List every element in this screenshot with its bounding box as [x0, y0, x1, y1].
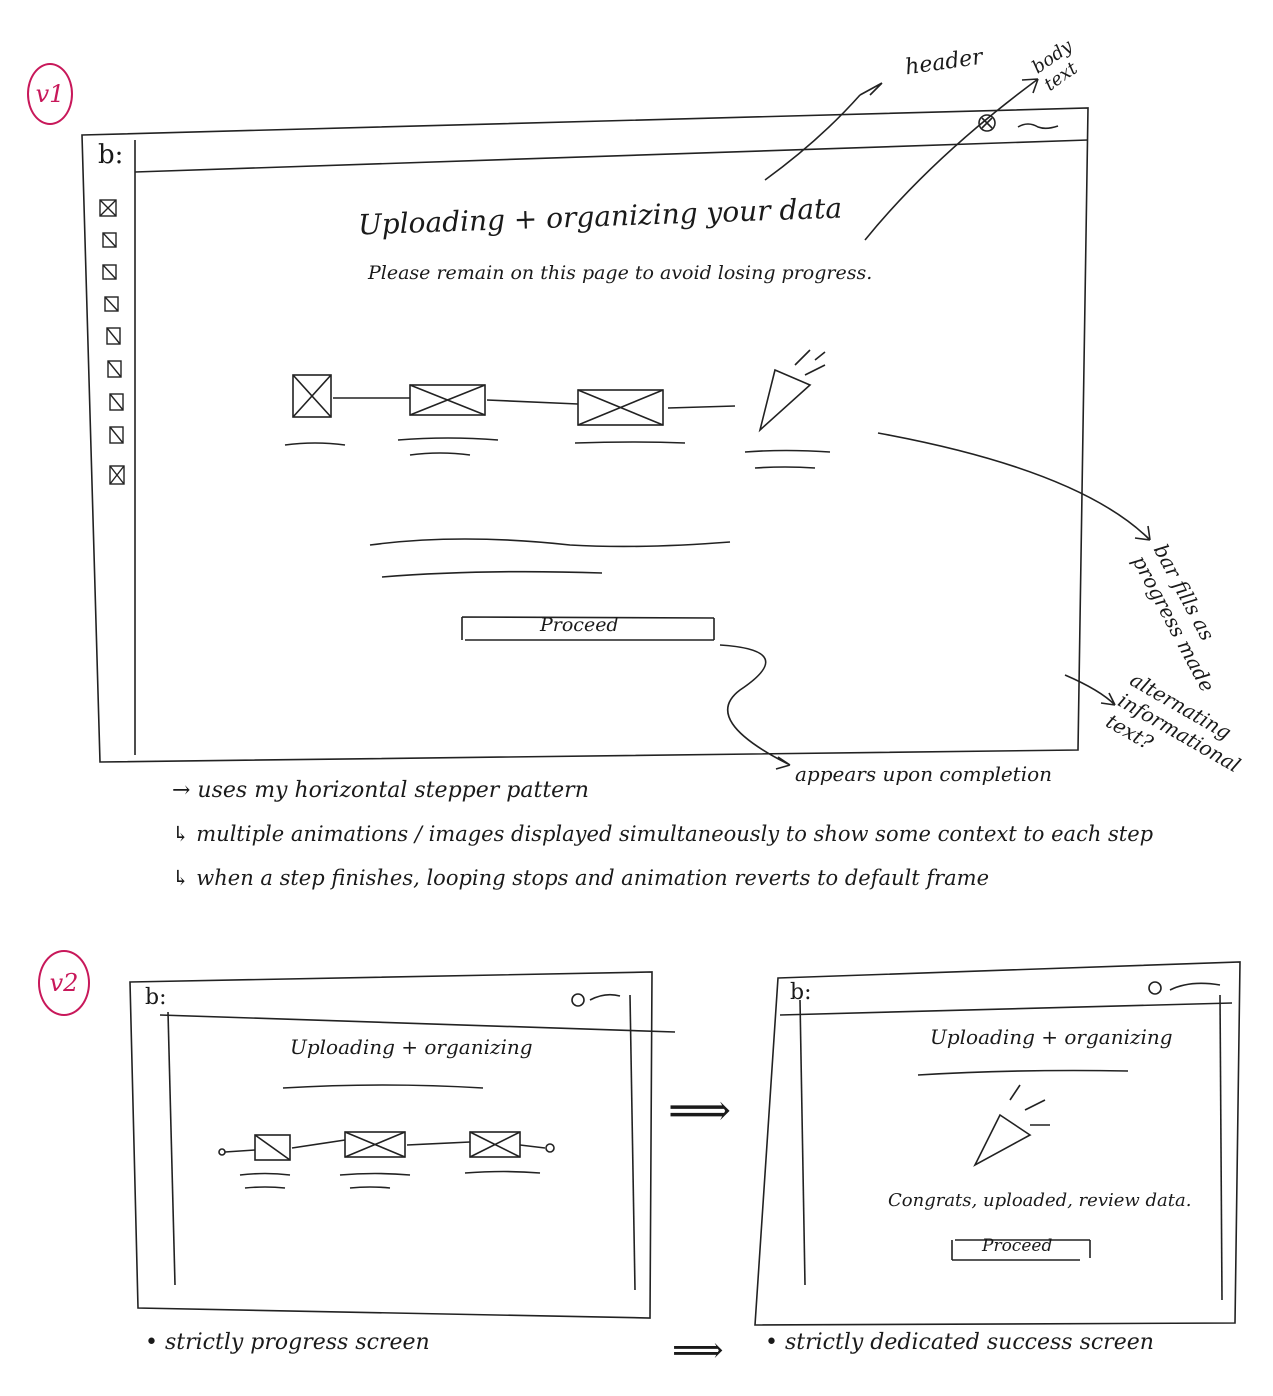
- v2-success-message: Congrats, uploaded, review data.: [888, 1190, 1192, 1211]
- transition-arrow: ⟹: [668, 1085, 732, 1136]
- v2-progress-frame: [129, 971, 653, 1319]
- v2-stepper: [218, 1131, 555, 1189]
- v2-success-frame: [754, 961, 1241, 1326]
- party-popper-icon: [973, 1113, 1032, 1167]
- note-line: ↳ when a step finishes, looping stops an…: [172, 866, 990, 890]
- v2-proceed-outline: [951, 1239, 1091, 1261]
- v1-subtitle: Please remain on this page to avoid losi…: [368, 262, 873, 284]
- v1-proceed-outline: [461, 616, 715, 641]
- v2-proceed-button[interactable]: Proceed: [982, 1236, 1053, 1256]
- annotation-appears-upon-completion: appears upon completion: [795, 762, 1053, 786]
- note-line: ↳ multiple animations / images displayed…: [172, 822, 1154, 846]
- v2-success-logo: b:: [790, 980, 812, 1005]
- version-badge-v2: v2: [38, 950, 90, 1016]
- v2-progress-title: Uploading + organizing: [290, 1035, 533, 1059]
- v1-logo: b:: [98, 140, 124, 170]
- v1-sidebar-icons: [99, 199, 125, 485]
- party-popper-icon: [758, 368, 812, 433]
- v2-success-caption: • strictly dedicated success screen: [765, 1330, 1154, 1355]
- v1-stepper: [284, 349, 831, 469]
- caption-arrow: ⟹: [672, 1330, 724, 1371]
- version-badge-v1: v1: [27, 63, 73, 125]
- v2-success-title: Uploading + organizing: [930, 1025, 1173, 1049]
- v2-progress-logo: b:: [145, 985, 167, 1010]
- v2-progress-caption: • strictly progress screen: [145, 1330, 430, 1355]
- v1-proceed-button[interactable]: Proceed: [540, 614, 619, 636]
- v1-avatar-icon: [978, 114, 996, 132]
- v1-header-divider: [134, 139, 1089, 173]
- v1-window-frame: [81, 107, 1089, 763]
- note-line: → uses my horizontal stepper pattern: [172, 778, 589, 803]
